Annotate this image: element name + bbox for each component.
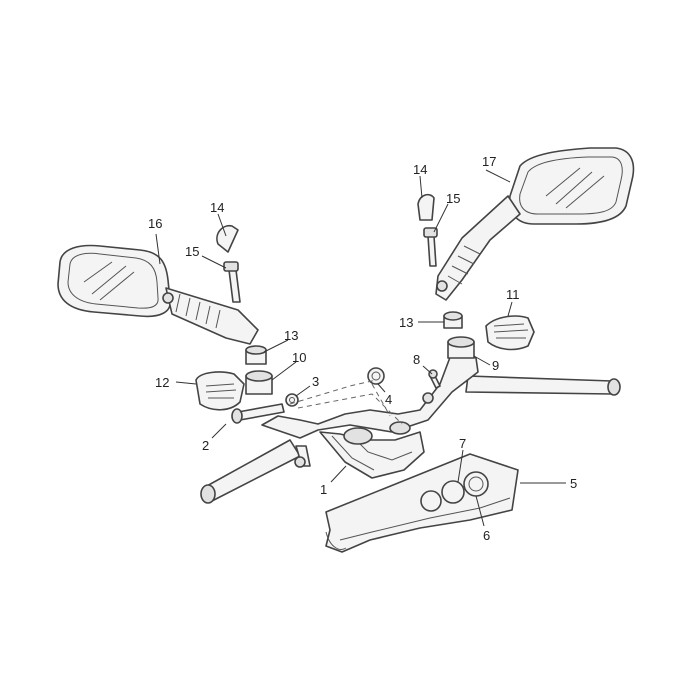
callout-17: 17 bbox=[482, 154, 496, 169]
callout-15-right: 15 bbox=[446, 191, 460, 206]
callout-8: 8 bbox=[413, 352, 420, 367]
callout-4: 4 bbox=[385, 392, 392, 407]
callout-2: 2 bbox=[202, 438, 209, 453]
callout-6: 6 bbox=[483, 528, 490, 543]
callout-3: 3 bbox=[312, 374, 319, 389]
right-mirror bbox=[435, 147, 635, 301]
leader-lines bbox=[155, 169, 566, 527]
right-riser-stack bbox=[443, 311, 475, 359]
callout-1: 1 bbox=[320, 482, 327, 497]
callout-9: 9 bbox=[492, 358, 499, 373]
callout-13-left: 13 bbox=[284, 328, 298, 343]
callout-7: 7 bbox=[459, 436, 466, 451]
callout-15-left: 15 bbox=[185, 244, 199, 259]
callout-5: 5 bbox=[570, 476, 577, 491]
callout-14-left: 14 bbox=[210, 200, 224, 215]
callouts: 1 2 3 4 5 6 7 8 9 10 11 12 13 13 14 14 1… bbox=[148, 154, 577, 543]
left-riser-stack bbox=[245, 345, 273, 395]
callout-13-right: 13 bbox=[399, 315, 413, 330]
handlebar-assembly bbox=[200, 351, 621, 504]
callout-16: 16 bbox=[148, 216, 162, 231]
cap-set bbox=[420, 471, 489, 512]
callout-12: 12 bbox=[155, 375, 169, 390]
fasteners bbox=[231, 367, 441, 425]
grip-pad-right bbox=[485, 315, 535, 351]
mirror-bolts bbox=[223, 227, 438, 303]
callout-11: 11 bbox=[506, 287, 520, 302]
callout-14-right: 14 bbox=[413, 162, 427, 177]
left-mirror bbox=[57, 244, 259, 345]
mirror-caps bbox=[216, 193, 435, 253]
grip-pad-left bbox=[195, 371, 245, 411]
callout-10: 10 bbox=[292, 350, 306, 365]
